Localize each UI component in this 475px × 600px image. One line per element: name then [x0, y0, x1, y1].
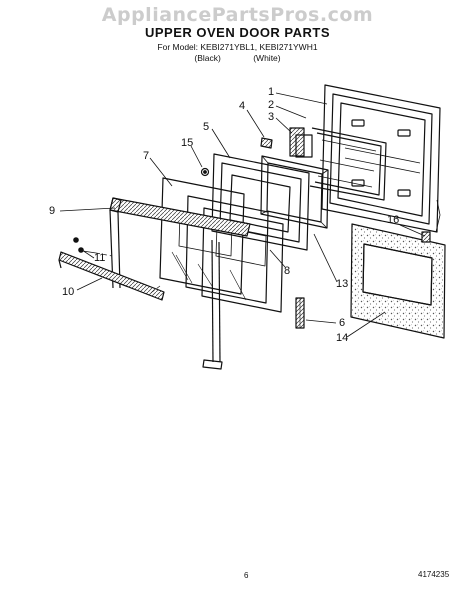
callout-13: 13: [336, 278, 349, 290]
callout-11: 11: [94, 252, 106, 264]
callout-10: 10: [62, 286, 75, 298]
callout-8: 8: [284, 265, 291, 277]
page-title: UPPER OVEN DOOR PARTS: [144, 25, 331, 40]
part-4-clip: [260, 137, 273, 149]
callout-14: 14: [336, 332, 349, 344]
part-11-screws: [73, 237, 97, 254]
part-15-screw: [200, 167, 210, 177]
color-white-label: (White): [253, 53, 281, 63]
callout-9: 9: [49, 205, 56, 217]
callout-15: 15: [181, 137, 194, 149]
part-8-inner-glass: [171, 195, 284, 313]
part-13-liner-box: [260, 155, 329, 229]
part-2-wire-retainer: [309, 127, 387, 201]
part-14-outer-door-panel: [350, 223, 446, 339]
color-black-label: (Black): [194, 53, 221, 63]
model-line: For Model: KEBI271YBL1, KEBI271YWH1: [157, 42, 318, 52]
watermark: AppliancePartsPros.com: [101, 4, 374, 26]
callout-1: 1: [268, 86, 275, 98]
door-frame: [109, 209, 223, 370]
callout-5: 5: [203, 121, 210, 133]
callout-4: 4: [239, 100, 246, 112]
part-1-inner-door-panel: [321, 84, 441, 233]
color-variants: (Black) (White): [0, 53, 475, 63]
callout-7: 7: [143, 150, 150, 162]
callout-2: 2: [268, 99, 275, 111]
page-number: 6: [244, 571, 249, 580]
assembly-lines: [95, 252, 161, 296]
part-6-hinge-bracket: [295, 297, 305, 329]
part-16-clip: [421, 231, 431, 243]
callout-3: 3: [268, 111, 275, 123]
callout-6: 6: [339, 317, 346, 329]
callout-16: 16: [387, 214, 400, 226]
part-3-bracket: [289, 127, 313, 158]
part-10-bottom-trim: [58, 251, 165, 301]
document-part-number: 4174235: [418, 570, 450, 579]
part-7-outer-glass: [159, 177, 245, 295]
leader-lines: [59, 92, 426, 338]
